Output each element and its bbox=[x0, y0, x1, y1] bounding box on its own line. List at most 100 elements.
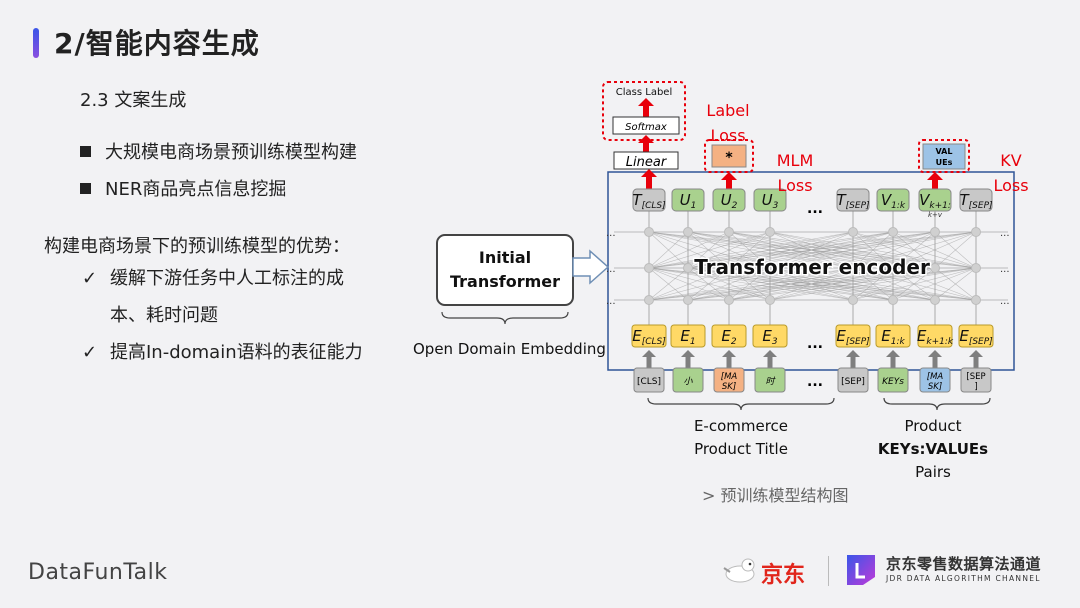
mesh-ellipsis: ... bbox=[1000, 264, 1010, 275]
footer-divider bbox=[828, 556, 829, 586]
figure-caption: > 预训练模型结构图 bbox=[702, 486, 849, 505]
token-label: T[SEP] bbox=[836, 191, 870, 211]
mesh-node bbox=[724, 295, 734, 305]
initial-transformer-line: Transformer bbox=[449, 272, 560, 291]
mesh-node bbox=[765, 295, 775, 305]
mesh-node bbox=[765, 227, 775, 237]
output-token-box bbox=[671, 188, 705, 212]
token-extra: k+v bbox=[928, 211, 943, 219]
bullet-text: 大规模电商场景预训练模型构建 bbox=[105, 142, 357, 163]
input-token-box bbox=[960, 367, 992, 393]
mesh-node bbox=[930, 227, 940, 237]
token-label: E[SEP] bbox=[836, 327, 870, 347]
mesh-node bbox=[848, 263, 858, 273]
input-token-label: [CLS] bbox=[637, 377, 661, 387]
up-arrow-icon bbox=[643, 105, 649, 117]
class-label-text: Class Label bbox=[616, 87, 672, 98]
mesh-node bbox=[848, 227, 858, 237]
output-token-box bbox=[632, 188, 666, 212]
pairs-brace bbox=[883, 397, 991, 411]
up-arrow-icon bbox=[646, 356, 652, 368]
token-label: T[SEP] bbox=[959, 191, 993, 211]
kv-head-box bbox=[918, 139, 970, 173]
mesh-node bbox=[683, 227, 693, 237]
page-title: 2/智能内容生成 bbox=[54, 27, 260, 60]
input-token-label: SK] bbox=[722, 382, 736, 392]
square-bullet-icon bbox=[80, 145, 91, 157]
token-label: Ek+1:k bbox=[917, 327, 954, 347]
section-title: 2.3 文案生成 bbox=[80, 90, 187, 111]
input-token-label: SK] bbox=[928, 382, 942, 392]
mesh-node bbox=[644, 227, 654, 237]
mesh-node bbox=[930, 263, 940, 273]
input-token-box bbox=[713, 367, 745, 393]
mlm-loss-text: Loss bbox=[777, 176, 812, 195]
input-token-label: [SEP] bbox=[841, 377, 865, 387]
up-arrow-icon bbox=[722, 350, 736, 357]
mesh-node bbox=[683, 263, 693, 273]
output-token-box bbox=[876, 188, 910, 212]
mesh-node bbox=[971, 263, 981, 273]
output-token-box bbox=[918, 188, 952, 212]
ellipsis: ... bbox=[807, 374, 823, 390]
input-token-label: [MA bbox=[927, 372, 944, 382]
up-arrow-icon bbox=[767, 356, 773, 368]
mesh-node bbox=[683, 295, 693, 305]
token-label: U1 bbox=[680, 191, 697, 211]
initial-transformer-line: Initial bbox=[478, 248, 532, 267]
token-label: E1 bbox=[680, 327, 695, 347]
advantage-text: 提高In-domain语料的表征能力 bbox=[110, 342, 363, 363]
token-label: T[CLS] bbox=[632, 191, 666, 211]
label-loss-text: Loss bbox=[710, 126, 745, 145]
datafuntalk-logo: DataFunTalk bbox=[28, 560, 168, 585]
output-token-box bbox=[836, 188, 870, 212]
up-arrow-icon bbox=[641, 169, 657, 177]
mesh-ellipsis: ... bbox=[606, 228, 616, 239]
mesh-node bbox=[888, 227, 898, 237]
token-label: E1:k bbox=[881, 327, 905, 347]
title-brace bbox=[647, 397, 835, 411]
embedding-box bbox=[875, 324, 911, 348]
right-arrow-icon bbox=[572, 249, 610, 285]
token-label: Vk+1: bbox=[919, 191, 951, 211]
up-arrow-icon bbox=[685, 356, 691, 368]
input-token-box bbox=[672, 367, 704, 393]
advantage-text: 缓解下游任务中人工标注的成 bbox=[110, 268, 344, 289]
up-arrow-icon bbox=[928, 350, 942, 357]
linear-text: Linear bbox=[626, 155, 668, 170]
up-arrow-icon bbox=[642, 350, 656, 357]
embedding-box bbox=[711, 324, 747, 348]
up-arrow-icon bbox=[969, 350, 983, 357]
output-token-box bbox=[712, 188, 746, 212]
up-arrow-icon bbox=[721, 172, 737, 180]
bullet-text: NER商品亮点信息挖掘 bbox=[105, 179, 287, 200]
input-token-box bbox=[754, 367, 786, 393]
mesh-ellipsis: ... bbox=[606, 264, 616, 275]
mesh-node bbox=[848, 295, 858, 305]
embedding-box bbox=[958, 324, 994, 348]
ellipsis: ... bbox=[807, 336, 823, 352]
softmax-box bbox=[612, 116, 680, 135]
mesh-node bbox=[888, 295, 898, 305]
group-label: KEYs:VALUEs bbox=[878, 440, 988, 458]
mlm-loss-text: MLM bbox=[777, 151, 814, 170]
kv-loss-text: Loss bbox=[993, 176, 1028, 195]
embedding-box bbox=[917, 324, 953, 348]
mesh-node bbox=[888, 263, 898, 273]
mesh-node bbox=[724, 263, 734, 273]
input-token-label: 时 bbox=[765, 376, 776, 387]
ellipsis: ... bbox=[807, 201, 823, 217]
classifier-head-box bbox=[602, 81, 686, 141]
output-token-box bbox=[753, 188, 787, 212]
bullet-item: NER商品亮点信息挖掘 bbox=[80, 175, 286, 201]
square-bullet-icon bbox=[80, 182, 91, 194]
token-label: V1:k bbox=[881, 191, 906, 211]
token-label: E2 bbox=[721, 327, 736, 347]
values-text: VAL bbox=[936, 147, 953, 156]
input-token-label: 小 bbox=[683, 376, 693, 387]
open-domain-brace bbox=[441, 311, 569, 325]
mesh-node bbox=[644, 263, 654, 273]
mesh-node bbox=[724, 227, 734, 237]
advantage-text-continued: 本、耗时问题 bbox=[110, 305, 218, 326]
